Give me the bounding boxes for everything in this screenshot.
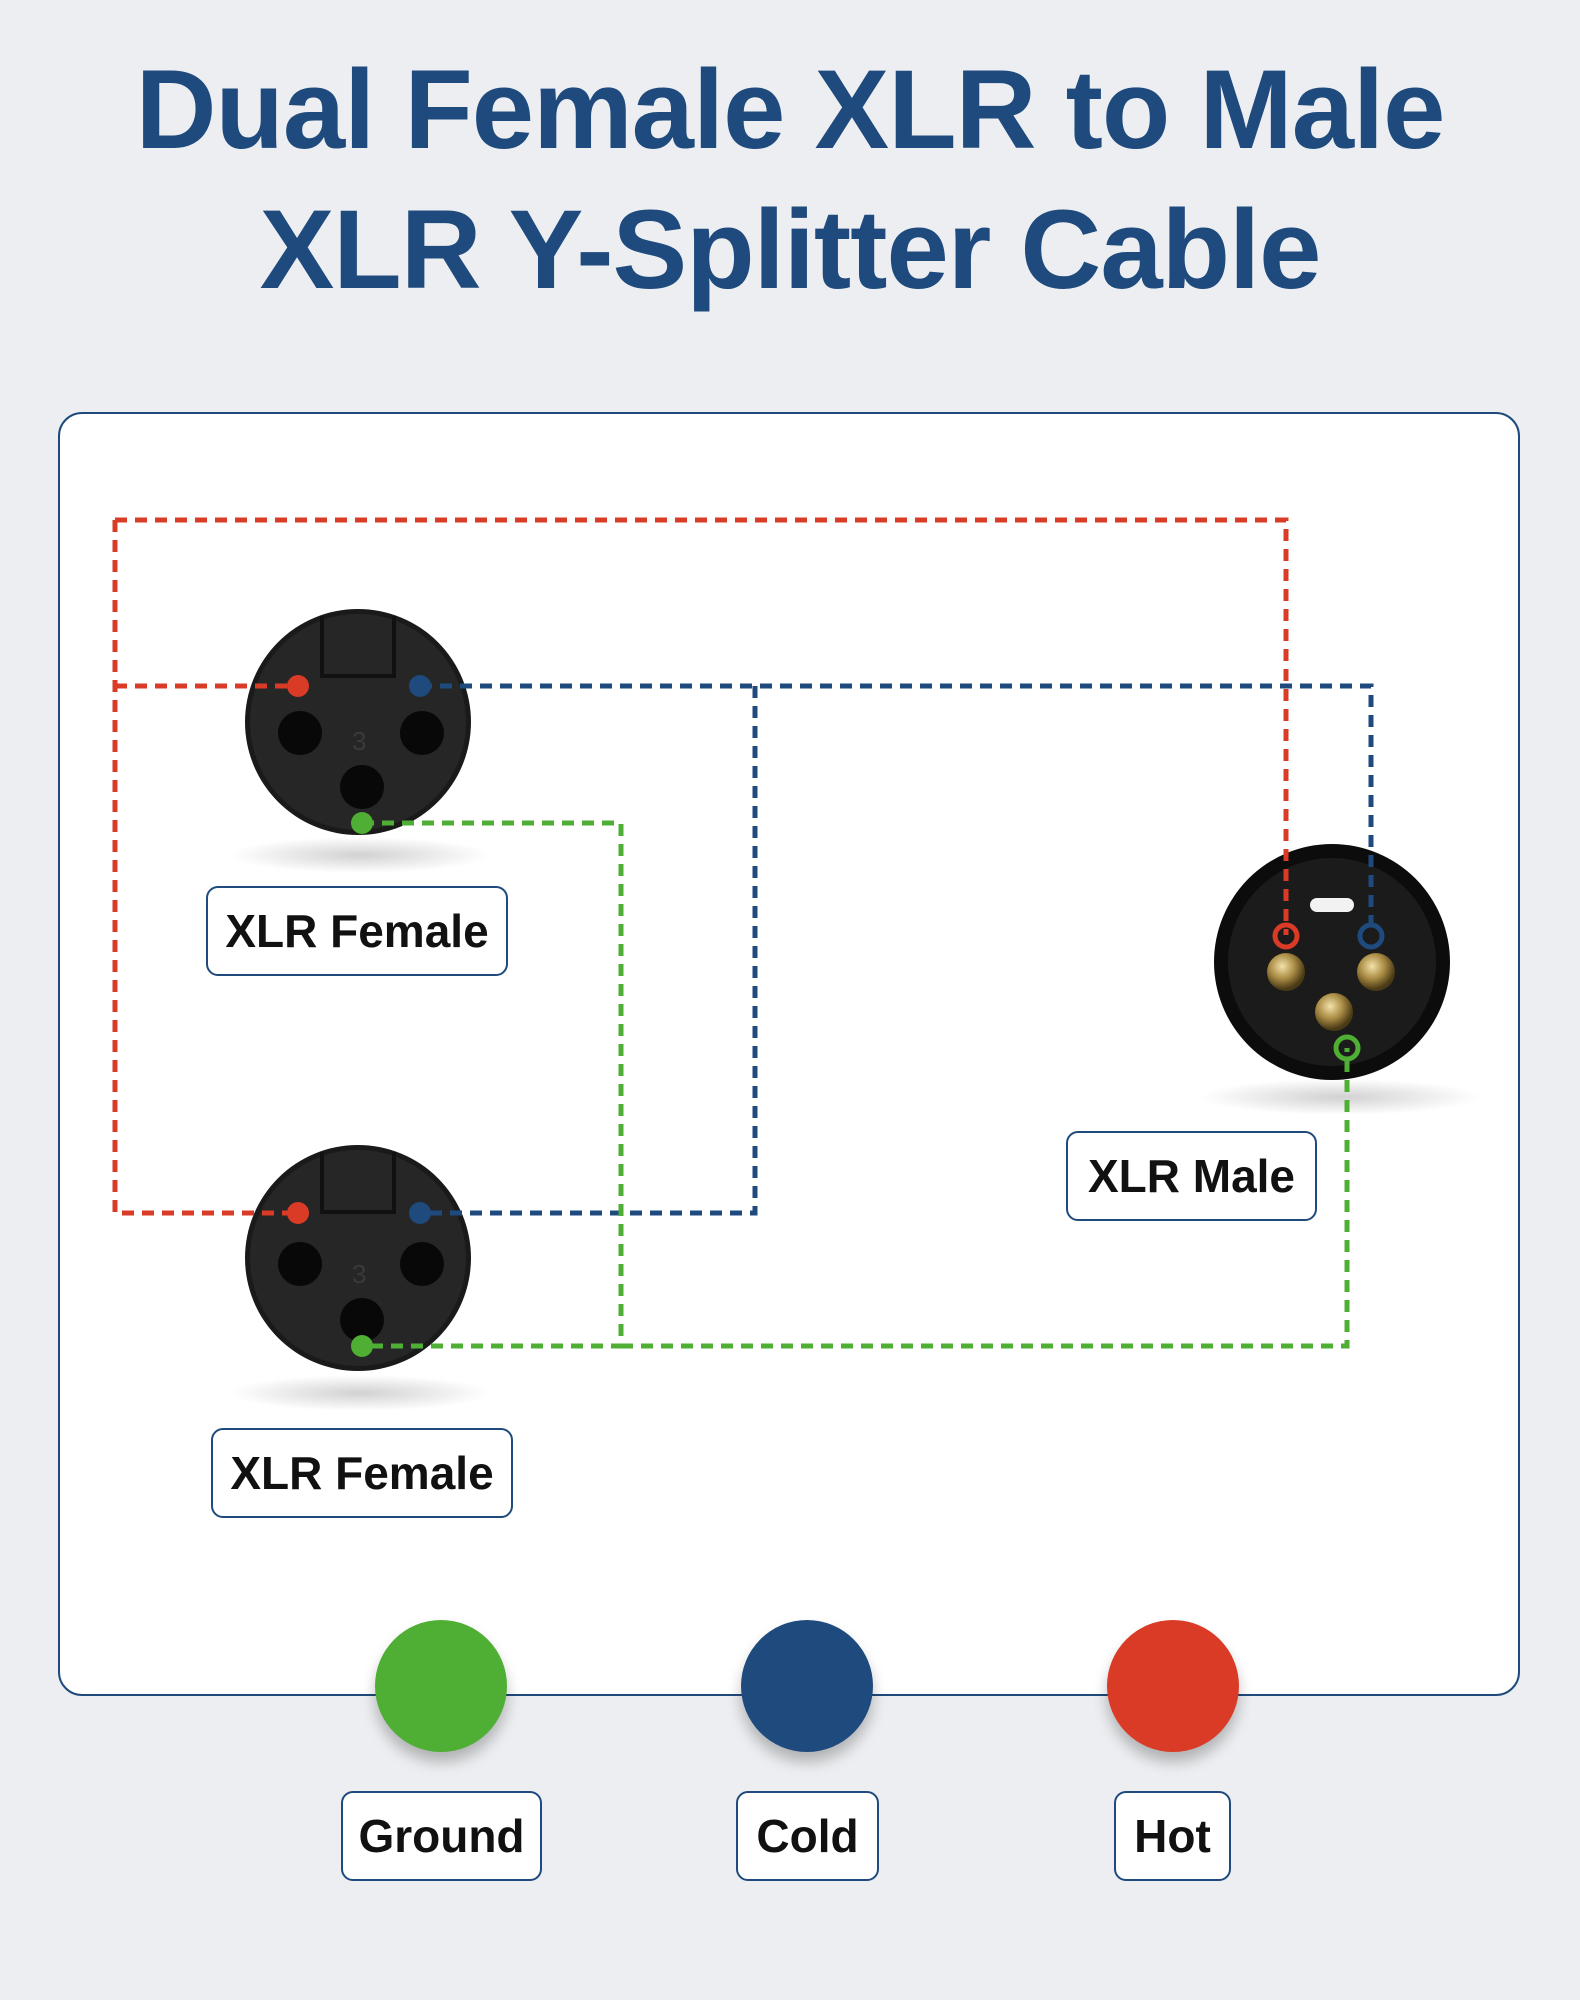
legend-hot-label: Hot <box>1114 1791 1231 1881</box>
ground-pin-dot <box>351 812 373 834</box>
female-top-shadow <box>230 837 490 873</box>
cold-pin-dot <box>409 1202 431 1224</box>
hot-pin-ring <box>1272 922 1300 950</box>
female-bottom-shadow <box>230 1375 490 1411</box>
ground-wire <box>362 820 1350 1349</box>
ground-color-swatch <box>375 1620 507 1752</box>
cold-pin-dot <box>409 675 431 697</box>
legend-ground-label: Ground <box>341 1791 542 1881</box>
hot-wire <box>112 517 1289 1216</box>
title-line-2: XLR Y-Splitter Cable <box>259 187 1322 312</box>
hot-pin-dot <box>287 675 309 697</box>
xlr-female-top-connector: 3 <box>245 609 471 835</box>
xlr-male-connector <box>1214 844 1450 1080</box>
xlr-female-bottom-label: XLR Female <box>211 1428 513 1518</box>
cold-pin-ring <box>1357 922 1385 950</box>
xlr-male-label: XLR Male <box>1066 1131 1317 1221</box>
xlr-female-top-label: XLR Female <box>206 886 508 976</box>
pin-3-marking: 3 <box>352 726 366 756</box>
cold-color-swatch <box>741 1620 873 1752</box>
ground-pin-ring <box>1333 1034 1361 1062</box>
pin-3-marking: 3 <box>352 1259 366 1289</box>
ground-pin-dot <box>351 1335 373 1357</box>
cold-wire <box>420 683 1374 1216</box>
legend-cold-label: Cold <box>736 1791 879 1881</box>
hot-pin-dot <box>287 1202 309 1224</box>
page-title: Dual Female XLR to Male XLR Y-Splitter C… <box>0 40 1580 320</box>
male-shadow <box>1200 1079 1480 1115</box>
title-line-1: Dual Female XLR to Male <box>135 47 1446 172</box>
hot-color-swatch <box>1107 1620 1239 1752</box>
